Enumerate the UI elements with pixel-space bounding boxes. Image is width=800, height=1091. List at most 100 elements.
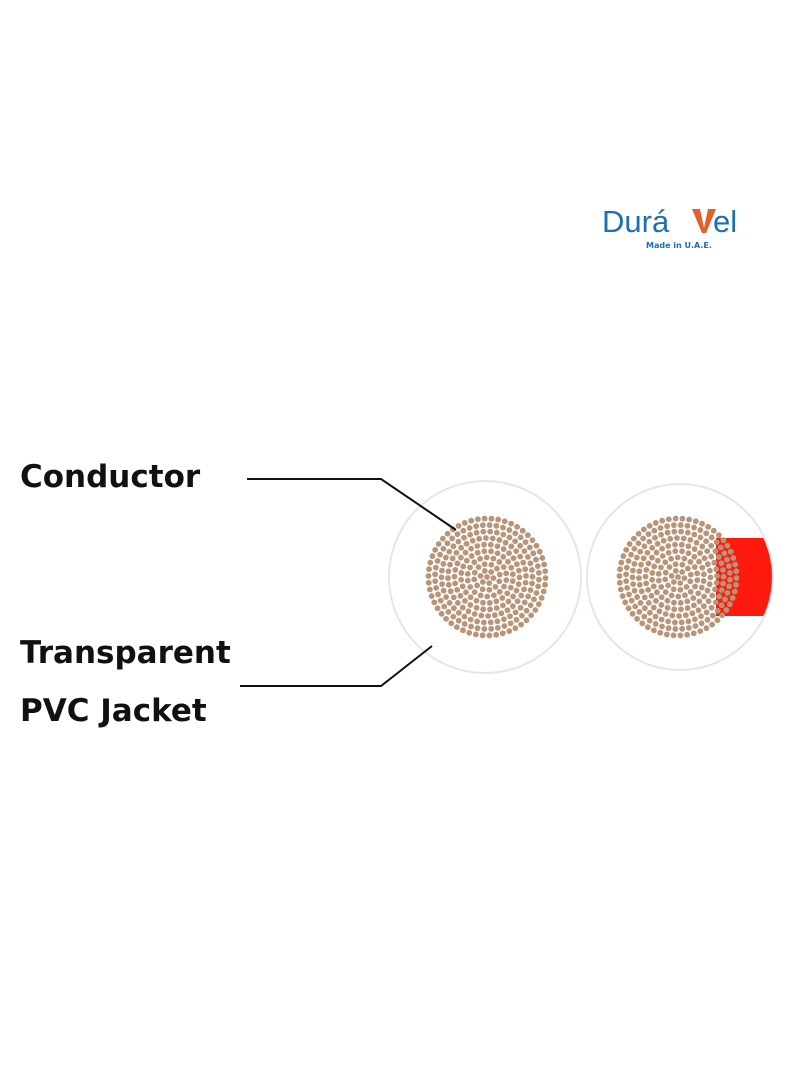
conductor-strand — [473, 597, 480, 604]
conductor-strand — [512, 530, 519, 537]
conductor-strand — [617, 586, 624, 593]
conductor-strand — [522, 579, 529, 586]
conductor-strand — [630, 581, 636, 587]
conductor-strand — [474, 582, 481, 589]
conductor-strand — [515, 567, 522, 574]
conductor-strand — [432, 578, 439, 585]
conductor-strand — [505, 558, 511, 565]
conductor-strand — [733, 568, 740, 575]
conductor-strand — [454, 586, 461, 593]
conductor-strand — [455, 538, 462, 545]
conductor-strand — [440, 560, 447, 567]
conductor-strand — [494, 543, 501, 550]
conductor-strand — [721, 550, 728, 557]
conductor-strand — [500, 553, 507, 560]
conductor-strand — [675, 574, 681, 580]
conductor-strand — [453, 549, 460, 556]
left-core — [388, 480, 582, 674]
conductor-strand — [690, 595, 697, 601]
conductor-strand — [690, 630, 697, 637]
conductor-strand — [452, 580, 459, 587]
conductor-strand — [513, 561, 520, 568]
conductor-strand — [704, 616, 711, 623]
conductor-strand — [427, 559, 434, 566]
conductor-strand — [658, 602, 665, 608]
conductor-strand — [449, 535, 456, 542]
conductor-strand — [501, 518, 508, 525]
conductor-strand — [536, 576, 542, 583]
conductor-strand — [715, 532, 722, 539]
conductor-strand — [483, 535, 489, 541]
conductor-strand — [500, 546, 507, 552]
conductor-strand — [692, 583, 698, 590]
conductor-strand — [481, 541, 487, 548]
conductor-strand — [529, 567, 535, 573]
conductor-strand — [488, 569, 495, 575]
conductor-strand — [530, 550, 537, 557]
duravel-logo: Durá el Made in U.A.E. — [600, 200, 760, 260]
conductor-strand — [626, 591, 632, 598]
conductor-strand — [694, 577, 701, 584]
conductor-strand — [726, 601, 733, 608]
conductor-strand — [649, 554, 655, 561]
conductor-strand — [471, 559, 478, 566]
conductor-strand — [684, 529, 691, 536]
conductor-strand — [665, 543, 672, 549]
conductor-strand — [491, 612, 498, 619]
conductor-strand — [486, 599, 493, 606]
conductor-strand — [496, 588, 503, 595]
conductor-strand — [489, 535, 496, 542]
conductor-strand — [658, 594, 665, 601]
conductor-strand — [625, 558, 632, 564]
conductor-strand — [637, 599, 644, 606]
conductor-strand — [452, 566, 459, 573]
conductor-strand — [535, 601, 542, 608]
conductor-strand — [439, 567, 445, 574]
conductor-strand — [677, 586, 684, 593]
conductor-strand — [446, 599, 453, 606]
conductor-strand — [500, 531, 507, 538]
conductor-strand — [699, 520, 705, 527]
conductor-strand — [712, 586, 718, 593]
conductor-strand — [678, 619, 685, 626]
conductor-strand — [495, 516, 502, 523]
conductor-strand — [664, 523, 671, 530]
conductor-strand — [664, 529, 671, 536]
conductor-strand — [468, 545, 474, 552]
conductor-strand — [651, 627, 657, 634]
conductor-strand — [727, 548, 734, 555]
conductor-strand — [517, 553, 524, 560]
logo-tagline: Made in U.A.E. — [646, 241, 712, 250]
conductor-strand — [461, 613, 468, 620]
conductor-strand — [687, 537, 694, 543]
conductor-strand — [469, 537, 476, 544]
conductor-strand — [656, 608, 663, 615]
conductor-strand — [454, 599, 461, 606]
conductor-strand — [683, 583, 690, 590]
conductor-strand — [481, 626, 488, 632]
conductor-strand — [458, 554, 464, 561]
conductor-strand — [703, 609, 710, 616]
conductor-strand — [649, 570, 656, 576]
conductor-strand — [455, 617, 462, 624]
conductor-strand — [636, 568, 643, 575]
conductor-strand — [539, 555, 546, 561]
conductor-strand — [634, 594, 641, 600]
conductor-strand — [672, 568, 679, 574]
conductor-strand — [425, 573, 432, 579]
conductor-strand — [672, 515, 679, 522]
conductor-strand — [453, 624, 460, 631]
conductor-strand — [471, 589, 478, 596]
conductor-strand — [506, 628, 513, 635]
conductor-strand — [487, 528, 493, 535]
conductor-strand — [667, 535, 674, 542]
conductor-strand — [477, 592, 484, 599]
conductor-strand — [666, 564, 673, 571]
conductor-strand — [526, 544, 533, 551]
conductor-strand — [450, 594, 457, 601]
conductor-strand — [441, 603, 448, 610]
conductor-strand — [442, 554, 449, 561]
conductor-strand — [695, 607, 702, 614]
conductor-strand — [462, 597, 468, 604]
conductor-strand — [709, 612, 716, 619]
